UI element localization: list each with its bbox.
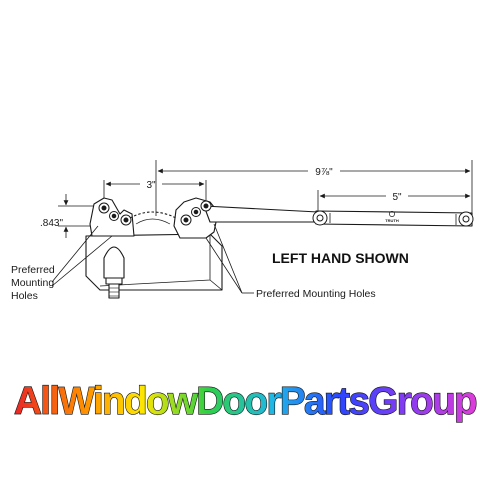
left-callout-leaders <box>51 225 113 287</box>
offset-height-label: .843" <box>40 218 63 229</box>
mounting-holes <box>98 200 474 227</box>
left-callout-line-1: Preferred <box>11 264 55 276</box>
gear-sector <box>129 211 177 219</box>
left-callout-line-2: Mounting <box>11 277 54 289</box>
right-callout: Preferred Mounting Holes <box>256 288 376 300</box>
dimension-overall <box>155 160 473 216</box>
arm-stamp: TRUTH <box>385 218 399 223</box>
hole-spacing-label: 3" <box>146 180 156 191</box>
dimension-arm <box>317 190 471 214</box>
spline-stud <box>108 283 120 299</box>
truth-logo-icon <box>389 211 395 217</box>
overall-length-label: 9⅞" <box>315 167 333 178</box>
left-callout-line-3: Holes <box>11 290 38 302</box>
arm-link <box>203 205 319 223</box>
operator-assembly <box>85 197 473 299</box>
crank-shaft <box>103 246 125 279</box>
brand-logo: AllWindowDoorPartsGroup <box>14 380 477 423</box>
arm-length-label: 5" <box>392 192 402 203</box>
hand-orientation-heading: LEFT HAND SHOWN <box>272 250 409 266</box>
right-callout-leaders <box>205 223 254 294</box>
